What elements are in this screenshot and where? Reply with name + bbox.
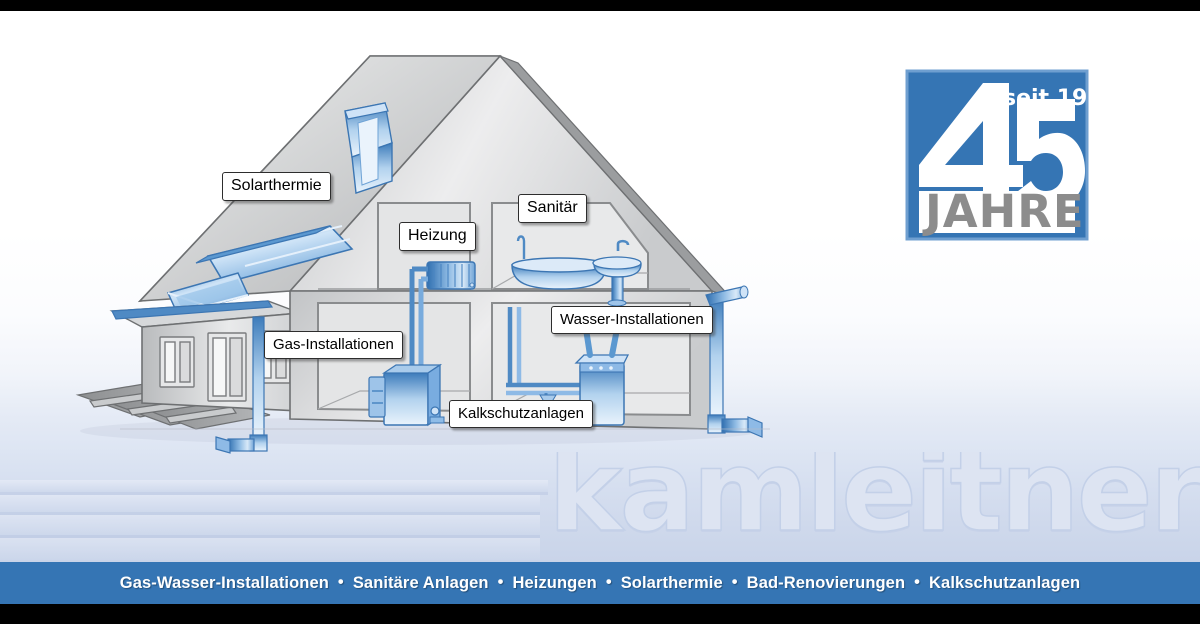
label-sanitaer: Sanitär xyxy=(518,194,587,223)
logo-years-text: JAHRE xyxy=(922,185,1085,238)
solar-thermal-panels xyxy=(166,225,354,316)
service-item: Sanitäre Anlagen xyxy=(352,573,489,592)
label-solarthermie: Solarthermie xyxy=(222,172,331,201)
service-separator-dot: • xyxy=(731,572,738,591)
service-item: Heizungen xyxy=(512,573,597,592)
services-banner: Gas-Wasser-Installationen • Sanitäre Anlag… xyxy=(0,562,1200,604)
label-kalkschutzanlagen: Kalkschutzanlagen xyxy=(449,400,593,428)
service-item: Bad-Renovierungen xyxy=(746,573,906,592)
gas-boiler xyxy=(368,266,445,427)
logo-since-text: seit 1977 xyxy=(1003,86,1089,111)
bottom-letterbox-bar xyxy=(0,604,1200,624)
service-separator-dot: • xyxy=(605,572,612,591)
downpipe-left xyxy=(215,316,268,454)
service-item: Kalkschutzanlagen xyxy=(929,573,1081,592)
washbasin xyxy=(592,239,642,307)
service-item: Gas-Wasser-Installationen xyxy=(119,573,329,592)
chimney xyxy=(344,102,393,194)
downpipe-right xyxy=(705,285,763,438)
water-treatment-unit xyxy=(506,307,630,426)
radiator xyxy=(426,261,476,290)
label-gas-installationen: Gas-Installationen xyxy=(264,331,403,359)
service-separator-dot: • xyxy=(337,572,344,591)
service-separator-dot: • xyxy=(497,572,504,591)
top-letterbox-bar xyxy=(0,0,1200,11)
service-item: Solarthermie xyxy=(620,573,723,592)
service-separator-dot: • xyxy=(914,572,921,591)
label-wasser-installationen: Wasser-Installationen xyxy=(551,306,713,334)
services-banner-text: Gas-Wasser-Installationen • Sanitäre Anlag… xyxy=(119,572,1081,593)
anniversary-logo: seit 1977 JAHRE 45 seit 1977 JAHRE xyxy=(905,69,1118,241)
label-heizung: Heizung xyxy=(399,222,476,251)
